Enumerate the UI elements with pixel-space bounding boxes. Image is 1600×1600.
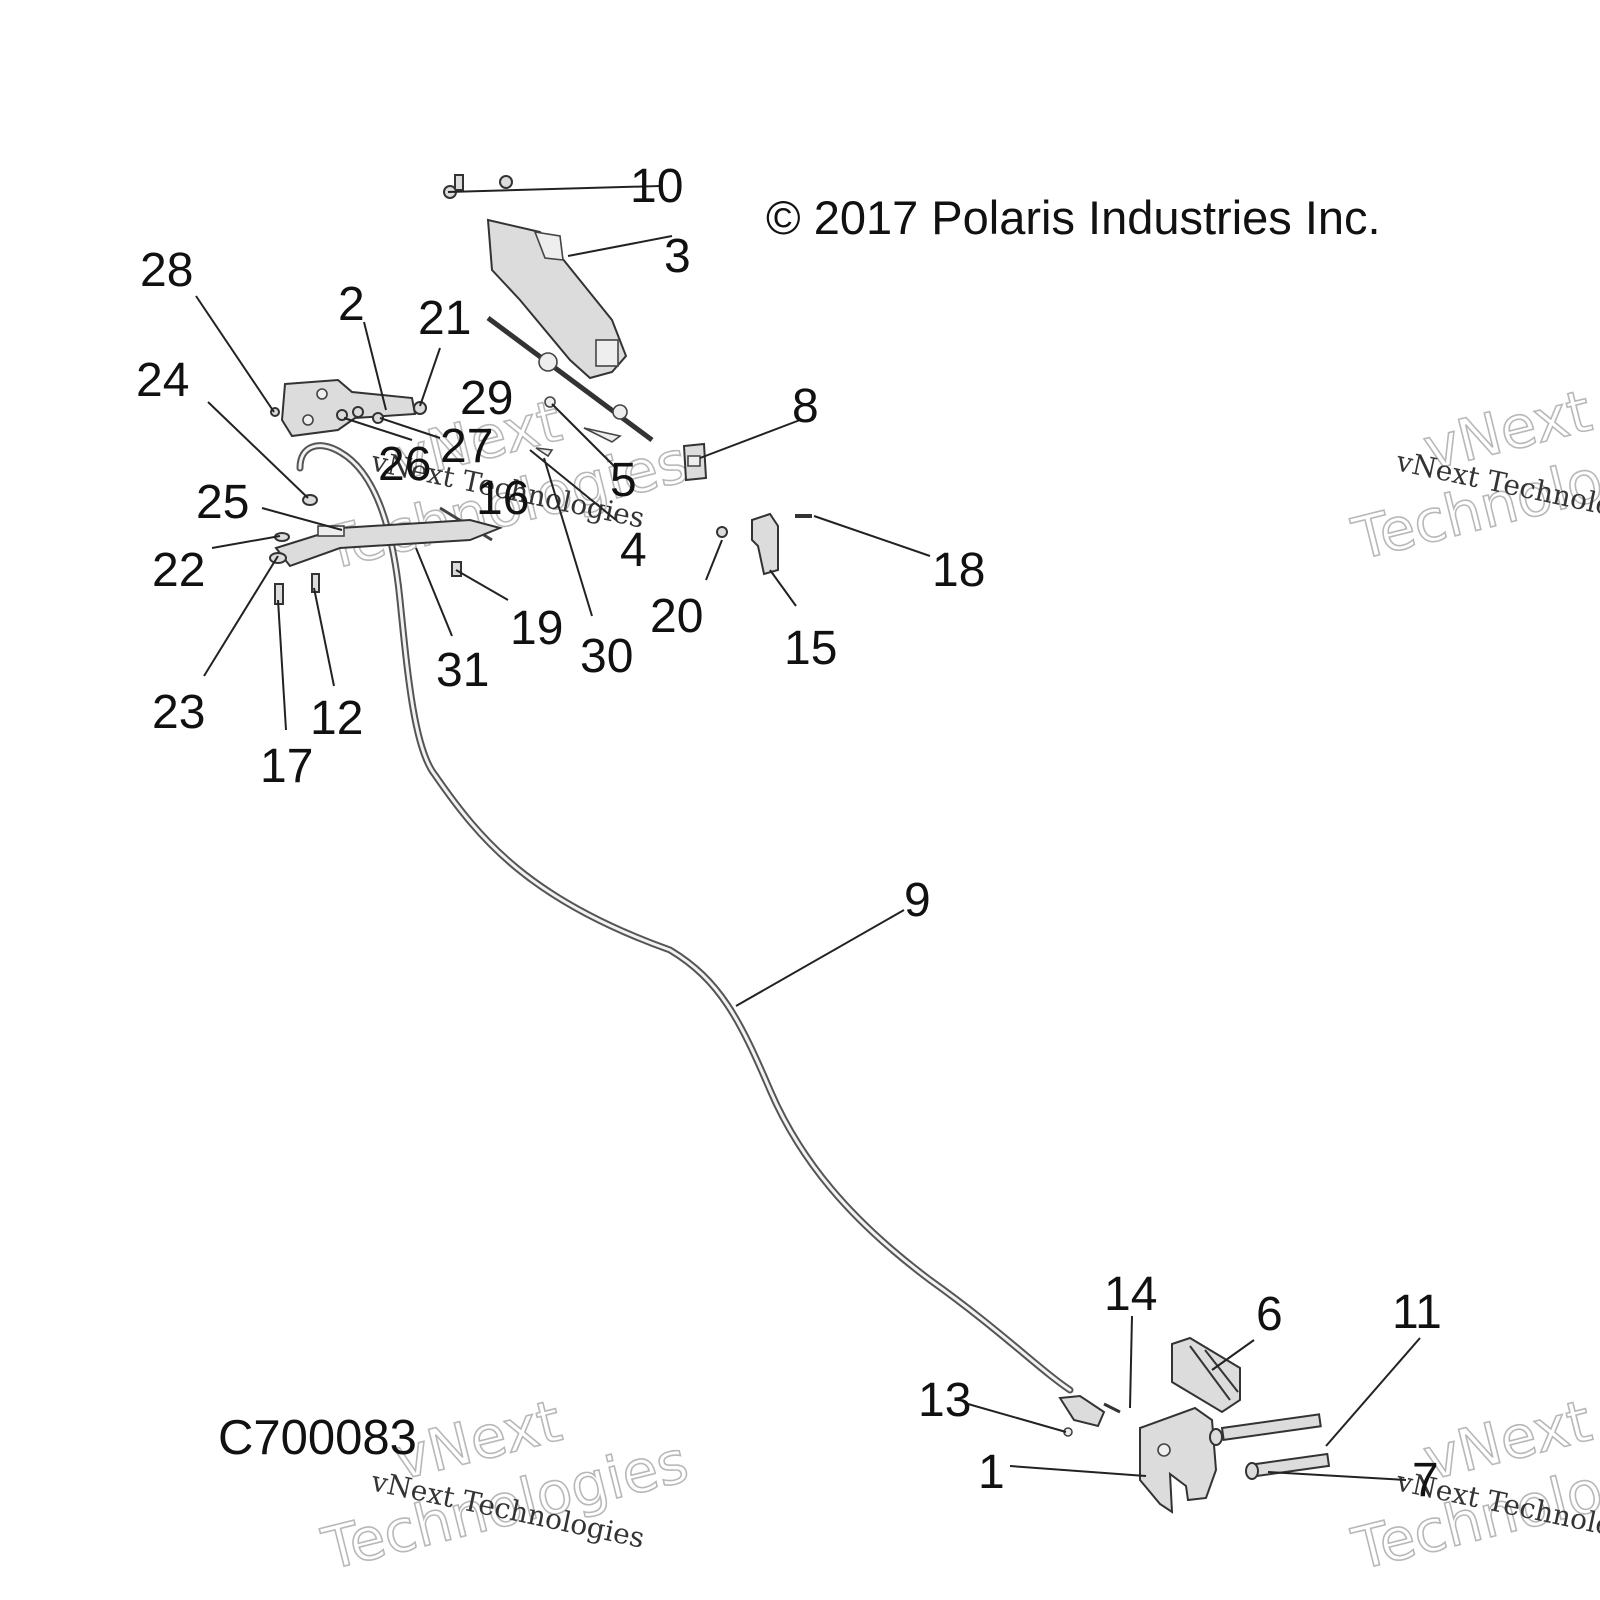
part-14-pin [1103, 1402, 1121, 1414]
part-15-bracket [751, 512, 779, 576]
part-3-bracket [486, 218, 628, 380]
part-30-pin [535, 447, 554, 458]
callout-18: 18 [932, 544, 985, 597]
cable-9 [296, 442, 1074, 1394]
callout-9: 9 [904, 874, 931, 927]
callout-8: 8 [792, 380, 819, 433]
leader-lines [195, 185, 1421, 1481]
callout-5: 5 [610, 454, 637, 507]
callout-29: 29 [460, 372, 513, 425]
callout-15: 15 [784, 622, 837, 675]
callout-30: 30 [580, 630, 633, 683]
callout-21: 21 [418, 292, 471, 345]
part-2-bracket [280, 378, 417, 438]
callout-19: 19 [510, 602, 563, 655]
callout-7: 7 [1412, 1454, 1439, 1507]
part-5-clip [583, 427, 622, 443]
callout-26: 26 [378, 438, 431, 491]
part-11-7-pins [1209, 1413, 1331, 1480]
callout-23: 23 [152, 686, 205, 739]
part-20-nut [716, 526, 728, 538]
callout-20: 20 [650, 590, 703, 643]
callout-24: 24 [136, 354, 189, 407]
callout-17: 17 [260, 740, 313, 793]
callout-11: 11 [1392, 1286, 1442, 1339]
part-21-nut [413, 401, 427, 415]
diagram-code: C700083 [218, 1411, 417, 1465]
callout-13: 13 [918, 1374, 971, 1427]
part-25-lever-arm [274, 518, 504, 568]
part-1-bracket [1139, 1406, 1218, 1514]
callout-22: 22 [152, 544, 205, 597]
callout-4: 4 [620, 524, 647, 577]
callout-14: 14 [1104, 1268, 1157, 1321]
part-6-pads [1171, 1336, 1241, 1414]
callout-31: 31 [436, 644, 489, 697]
callout-1: 1 [978, 1446, 1005, 1499]
callout-3: 3 [664, 230, 691, 283]
part-12-17-bolts [274, 573, 320, 605]
callout-16: 16 [476, 472, 529, 525]
callout-25: 25 [196, 476, 249, 529]
cable-end-clevis [1058, 1394, 1106, 1428]
callout-27: 27 [440, 420, 493, 473]
callout-10: 10 [630, 160, 683, 213]
callout-28: 28 [140, 244, 193, 297]
part-19-bolt [451, 561, 462, 577]
callout-6: 6 [1256, 1288, 1283, 1341]
copyright-text: © 2017 Polaris Industries Inc. [766, 191, 1381, 244]
part-10-bolts [443, 174, 513, 199]
callout-labels: 1 2 3 4 5 6 7 8 9 10 11 12 13 14 15 16 1… [136, 160, 1442, 1507]
part-8-clip [682, 442, 708, 482]
callout-2: 2 [338, 278, 365, 331]
callout-12: 12 [310, 692, 363, 745]
part-21-rod [486, 315, 654, 443]
